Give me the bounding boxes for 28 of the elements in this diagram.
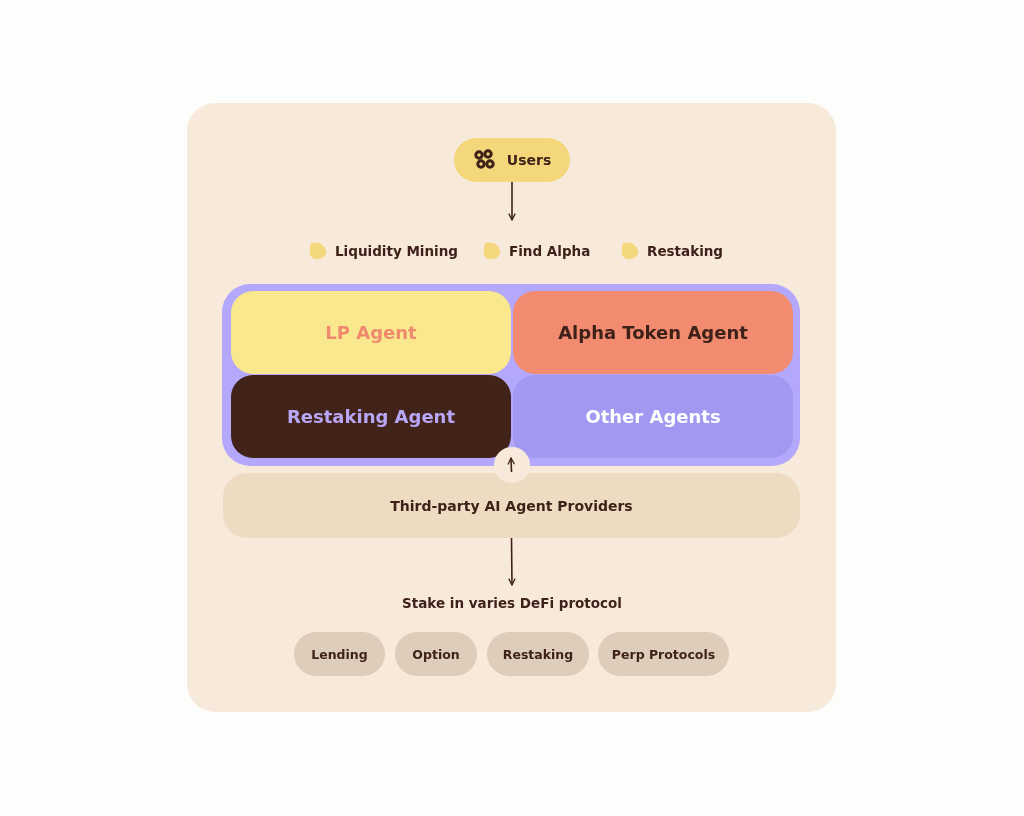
node-label: Lending [311, 646, 368, 662]
agent-card [513, 291, 793, 374]
agent-card [231, 291, 511, 374]
provider-panel [223, 473, 800, 538]
node-label: Perp Protocols [611, 646, 716, 662]
topic-label: Find Alpha [509, 242, 591, 259]
protocol-pill [598, 632, 729, 676]
arrow [508, 537, 516, 586]
node-label: Option [412, 646, 460, 662]
agent-card [513, 375, 793, 458]
protocol-pill [294, 632, 385, 676]
topic-label: Liquidity Mining [335, 242, 458, 259]
agent-group-panel [222, 284, 800, 466]
node-label: LP Agent [325, 322, 417, 343]
node-label: Restaking [502, 646, 574, 662]
node-label: Other Agents [585, 406, 721, 427]
agent-card [231, 375, 511, 458]
arrow [508, 181, 516, 221]
protocol-pill [395, 632, 477, 676]
node-label: Users [506, 152, 552, 168]
node-label: Third-party AI Agent Providers [390, 497, 633, 514]
section-heading: Stake in varies DeFi protocol [402, 595, 622, 611]
node-label: Alpha Token Agent [558, 322, 748, 343]
topic-label: Restaking [647, 242, 724, 259]
protocol-pill [487, 632, 589, 676]
node-label: Restaking Agent [286, 406, 456, 427]
arrow [507, 457, 516, 473]
user-pill [454, 138, 570, 182]
